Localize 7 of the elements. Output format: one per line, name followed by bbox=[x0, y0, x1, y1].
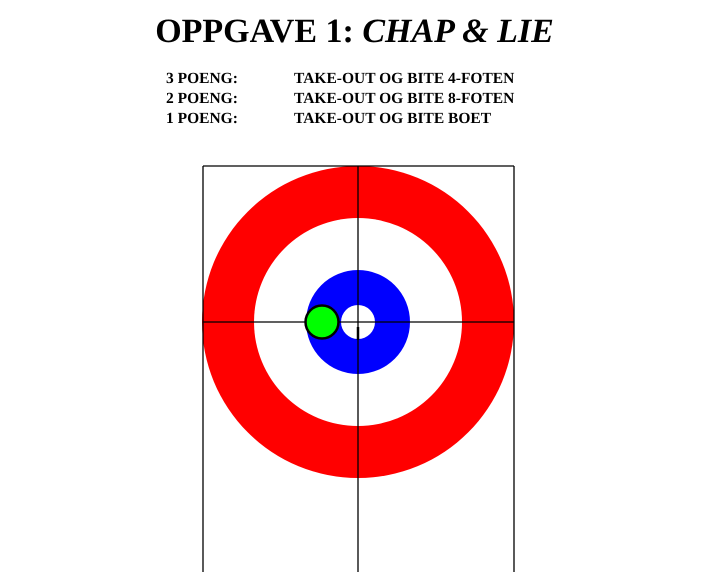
task-description: TAKE-OUT OG BITE BOET bbox=[294, 110, 492, 128]
task-description: TAKE-OUT OG BITE 8-FOTEN bbox=[294, 90, 514, 108]
task-description: TAKE-OUT OG BITE 4-FOTEN bbox=[294, 70, 514, 88]
points-label: 3 POENG: bbox=[166, 70, 239, 88]
title: OPPGAVE 1: CHAP & LIE bbox=[154, 12, 555, 52]
points-label: 1 POENG: bbox=[166, 110, 239, 128]
points-label: 2 POENG: bbox=[166, 90, 239, 108]
